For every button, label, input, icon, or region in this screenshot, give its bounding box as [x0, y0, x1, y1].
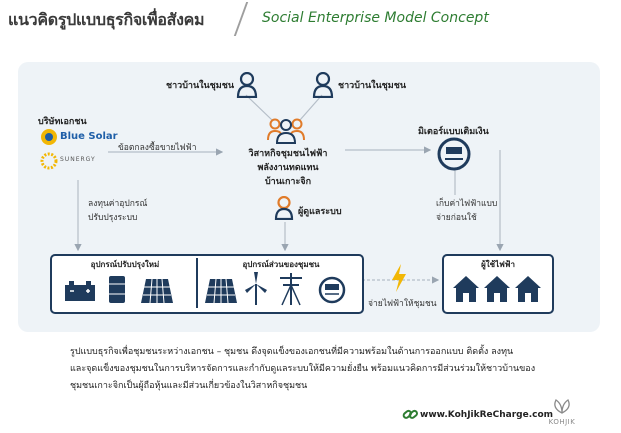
- description-line1: รูปแบบธุรกิจเพื่อชุมชนระหว่างเอกชน – ชุม…: [70, 347, 514, 357]
- label-villager-left: ชาวบ้านในชุมชน: [166, 81, 234, 91]
- label-blue-solar: Blue Solar: [60, 131, 118, 142]
- person-icon-villager-right: [312, 72, 334, 98]
- blue-solar-logo-icon: [41, 129, 57, 145]
- solar-panel-icon-upgrade: [141, 278, 173, 304]
- person-icon-villager-left: [236, 72, 258, 98]
- kohjik-logo: KOHJIK: [546, 398, 578, 426]
- description-line3: ชุมชนเกาะจิกเป็นผู้ถือหุ้นและมีส่วนเกี่ย…: [70, 381, 308, 391]
- label-enterprise-line2: พลังงานทดแทน: [257, 163, 319, 173]
- header-title-thai: แนวคิดรูปแบบธุรกิจเพื่อสังคม: [8, 10, 205, 29]
- equipment-box-divider: [196, 258, 198, 308]
- label-supply: จ่ายไฟฟ้าให้ชุมชน: [368, 299, 437, 309]
- meter-icon-community: [318, 276, 346, 304]
- fuel-tank-icon: [109, 276, 125, 303]
- label-collect-line2: จ่ายก่อนใช้: [436, 213, 477, 223]
- label-invest-line1: ลงทุนค่าอุปกรณ์: [88, 199, 148, 209]
- houses-icon: [453, 276, 541, 302]
- label-invest-line2: ปรับปรุงระบบ: [88, 213, 138, 223]
- header-title-english: Social Enterprise Model Concept: [262, 10, 489, 26]
- wind-turbine-icon: [245, 272, 267, 305]
- label-box-upgrade: อุปกรณ์ปรับปรุงใหม่: [90, 260, 160, 269]
- footer-url-link[interactable]: www.KohJikReCharge.com: [420, 410, 554, 420]
- line-villager-right: [299, 94, 323, 121]
- power-pole-icon: [280, 273, 302, 306]
- label-private-company: บริษัทเอกชน: [38, 117, 87, 127]
- sunergy-logo-icon: [40, 152, 58, 170]
- label-enterprise-line3: บ้านเกาะจิก: [264, 177, 312, 187]
- line-villager-left: [245, 94, 273, 121]
- group-icon-enterprise: [267, 118, 305, 144]
- link-icon: [402, 409, 418, 419]
- description-text: รูปแบบธุรกิจเพื่อชุมชนระหว่างเอกชน – ชุม…: [70, 344, 570, 395]
- logo-text: KOHJIK: [548, 418, 576, 426]
- label-collect-line1: เก็บค่าไฟฟ้าแบบ: [436, 199, 498, 209]
- leaf-logo-icon: [554, 399, 570, 414]
- label-box-community: อุปกรณ์ส่วนของชุมชน: [242, 260, 320, 269]
- label-enterprise-line1: วิสาหกิจชุมชนไฟฟ้า: [248, 149, 328, 159]
- battery-icon: [65, 281, 95, 301]
- label-agreement: ข้อตกลงซื้อขายไฟฟ้า: [118, 143, 197, 153]
- label-meter: มิเตอร์แบบเติมเงิน: [418, 127, 489, 137]
- equipment-box: [50, 254, 364, 314]
- solar-panel-icon-community: [205, 278, 237, 304]
- label-villager-right: ชาวบ้านในชุมชน: [338, 81, 406, 91]
- label-manager: ผู้ดูแลระบบ: [298, 207, 342, 217]
- description-line2: และจุดแข็งของชุมชนในการบริหารจัดการและกำ…: [70, 364, 536, 374]
- label-sunergy: SUNERGY: [60, 156, 96, 163]
- label-box-users: ผู้ใช้ไฟฟ้า: [481, 260, 515, 269]
- meter-icon: [437, 137, 471, 171]
- person-icon-manager: [274, 196, 294, 220]
- lightning-icon: [392, 264, 406, 292]
